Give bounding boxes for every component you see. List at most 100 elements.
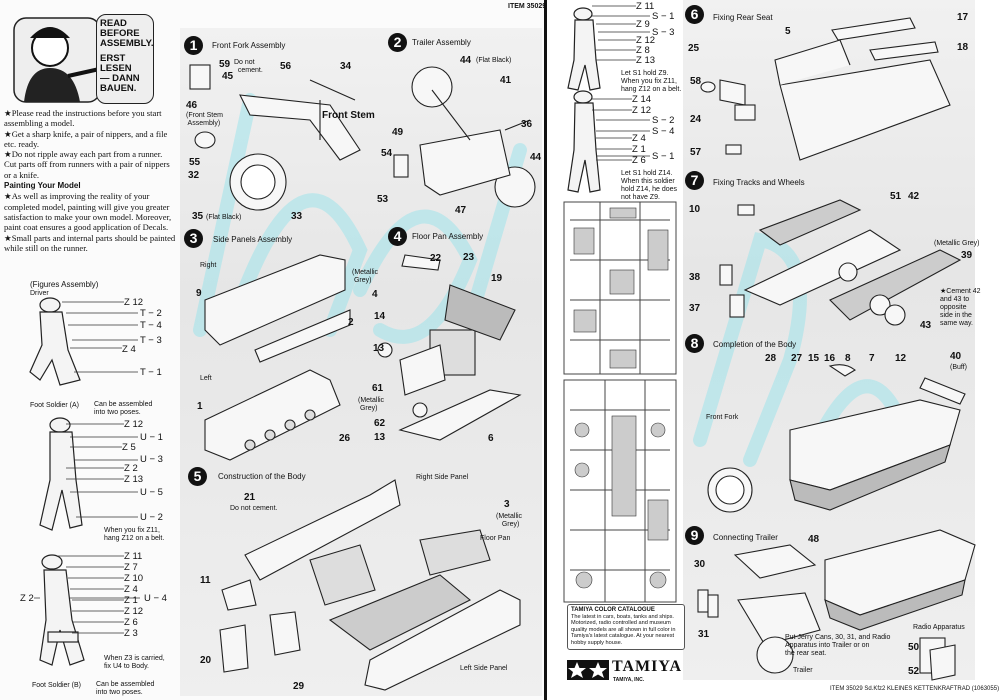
soldier-a-part-label: Z 2: [124, 463, 138, 474]
sign-line: ASSEMBLY.: [100, 38, 154, 49]
step-7-number-badge: 7: [685, 171, 704, 190]
soldier-a-part-label: U − 2: [140, 512, 163, 523]
part-number-label: 7: [869, 353, 875, 364]
tamiya-star-logo: [567, 660, 609, 680]
soldier-d-note: Let S1 hold Z14. When this soldier hold …: [621, 170, 678, 202]
part-number-label: 50: [908, 642, 920, 653]
part-number-label: 38: [689, 272, 701, 283]
step-5-annotation: (Metallic Grey): [496, 513, 523, 529]
part-number-label: 14: [374, 311, 386, 322]
part-number-label: 9: [196, 288, 202, 299]
part-number-label: 6: [488, 433, 494, 444]
soldier-c-part-label: Z 8: [636, 45, 650, 56]
step-9-number-badge: 9: [685, 526, 704, 545]
painting-text: ★Small parts and internal parts should b…: [4, 232, 176, 253]
part-number-label: 4: [372, 289, 378, 300]
part-number-label: 44: [460, 55, 472, 66]
part-number-label: 11: [200, 575, 211, 586]
part-number-label: 22: [430, 253, 442, 264]
soldier-a-part-label: U − 1: [140, 432, 163, 443]
driver-part-label: T − 3: [140, 335, 162, 346]
part-number-label: 43: [920, 320, 932, 331]
part-number-label: 36: [521, 119, 533, 130]
painting-text: ★As well as improving the reality of you…: [4, 191, 172, 233]
step-4-annotation: (Metallic Grey): [352, 269, 379, 285]
sign-line: BAUEN.: [100, 83, 137, 94]
soldier-b-part-label: Z 10: [124, 573, 144, 584]
sign-line: READ: [100, 18, 127, 29]
step-8-annotation: Front Fork: [706, 414, 739, 421]
part-number-label: 1: [197, 401, 203, 412]
soldier-a-part-label: U − 5: [140, 487, 163, 498]
part-number-label: 26: [339, 433, 351, 444]
part-number-label: 28: [765, 353, 777, 364]
soldier-a-part-label: U − 3: [140, 454, 163, 465]
part-number-label: 45: [222, 71, 234, 82]
step-9-annotation: Put Jerry Cans, 30, 31, and Radio Appara…: [785, 634, 891, 658]
part-number-label: 24: [690, 114, 702, 125]
part-number-label: 53: [377, 194, 389, 205]
catalogue-title: TAMIYA COLOR CATALOGUE: [571, 607, 655, 613]
soldier-d-part-label: Z 14: [632, 94, 652, 105]
part-number-label: 23: [463, 252, 475, 263]
step-4-title: Floor Pan Assembly: [412, 232, 484, 241]
step-1-annotation: Do not cement.: [234, 59, 263, 75]
soldier-d-part-label: Z 12: [632, 105, 652, 116]
part-number-label: 35: [192, 211, 204, 222]
part-number-label: 30: [694, 559, 706, 570]
part-number-label: 34: [340, 61, 352, 72]
step-5-title: Construction of the Body: [218, 472, 306, 481]
soldier-c-part-label: S − 3: [652, 27, 675, 38]
soldier-b-part-label: Z 11: [124, 551, 143, 562]
part-number-label: 2: [348, 317, 354, 328]
soldier-d-part-label: S − 1: [652, 151, 675, 162]
step-8-annotation: (Buff): [950, 364, 967, 371]
step-1-annotation: (Flat Black): [206, 214, 242, 221]
step-6-number-badge: 6: [685, 5, 704, 24]
step-3-annotation: Left: [200, 375, 212, 382]
step-9-title: Connecting Trailer: [713, 533, 778, 542]
part-number-label: 59: [219, 59, 231, 70]
soldier-a-part-label: Z 5: [122, 442, 136, 453]
part-number-label: 19: [491, 273, 503, 284]
part-number-label: 13: [374, 432, 386, 443]
driver-caption: Driver: [30, 290, 49, 297]
soldier-b-part-label: Z 3: [124, 628, 138, 639]
tamiya-company: TAMIYA, INC.: [613, 677, 645, 683]
soldier-d-part-label: Z 1: [632, 144, 646, 155]
part-number-label: 40: [950, 351, 962, 362]
step-7-title: Fixing Tracks and Wheels: [713, 178, 805, 187]
instruction-text: ★Get a sharp knife, a pair of nippers, a…: [4, 128, 168, 149]
part-number-label: 47: [455, 205, 467, 216]
part-number-label: 62: [374, 418, 386, 429]
step-2-number-badge: 2: [388, 33, 407, 52]
soldier-b-poses: Can be assembled into two poses.: [96, 681, 155, 697]
sign-line: BEFORE: [100, 28, 140, 39]
part-number-label: 42: [908, 191, 920, 202]
soldier-d-part-label: S − 2: [652, 115, 675, 126]
step-6-title: Fixing Rear Seat: [713, 13, 773, 22]
soldier-c-note: Let S1 hold Z9. When you fix Z11, hang Z…: [621, 70, 682, 94]
catalogue-body: The latest in cars, boats, tanks and shi…: [571, 613, 676, 646]
part-number-label: 44: [530, 152, 542, 163]
part-number-label: 32: [188, 170, 200, 181]
part-number-label: 51: [890, 191, 902, 202]
part-number-label: 17: [957, 12, 969, 23]
soldier-d-part-label: Z 4: [632, 133, 646, 144]
soldier-a-poses: Can be assembled into two poses.: [94, 401, 153, 417]
part-number-label: 15: [808, 353, 820, 364]
footer-item-title: ITEM 35029 Sd.Kfz2 KLEINES KETTENKRAFTRA…: [830, 686, 1000, 692]
part-number-label: 10: [689, 204, 701, 215]
soldier-c-part-label: Z 12: [636, 35, 656, 46]
part-number-label: 16: [824, 353, 836, 364]
soldier-a-note: When you fix Z11, hang Z12 on a belt.: [104, 527, 165, 543]
part-number-label: 21: [244, 492, 256, 503]
figures-title: (Figures Assembly): [30, 280, 99, 289]
part-number-label: 61: [372, 383, 384, 394]
soldier-a-part-label: Z 13: [124, 474, 144, 485]
soldier-b-part-label: Z 7: [124, 562, 138, 573]
part-number-label: 18: [957, 42, 969, 53]
step-5-annotation: Do not cement.: [230, 505, 278, 512]
step-4-annotation: (Metallic Grey): [358, 397, 385, 413]
part-number-label: 48: [808, 534, 820, 545]
